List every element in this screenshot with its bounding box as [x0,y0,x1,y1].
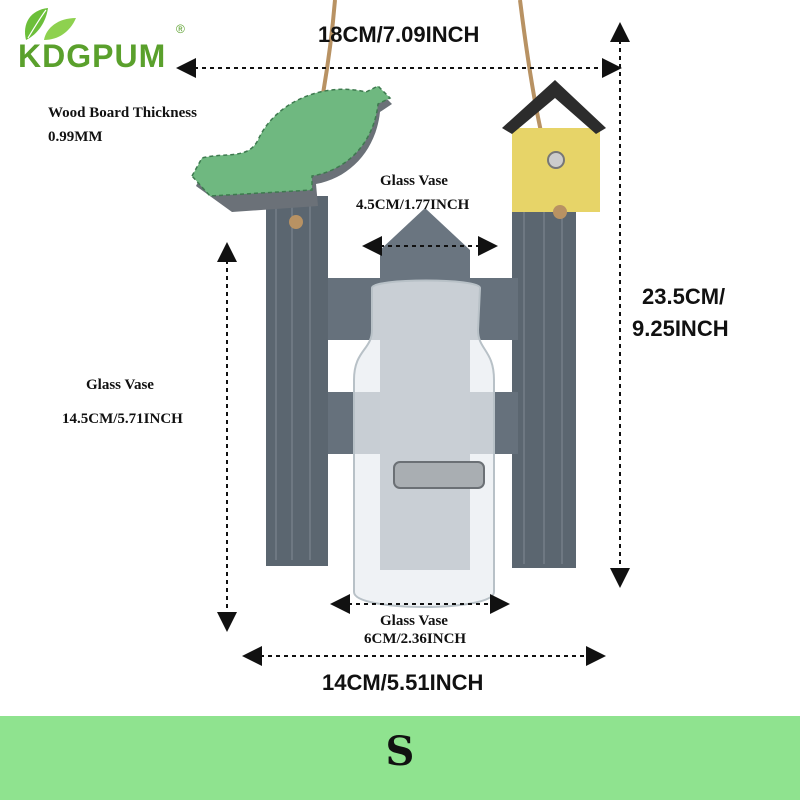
top-width-label: 18CM/7.09INCH [318,22,480,47]
brand-logo: KDGPUM [18,38,167,74]
glass-vase-icon [353,279,495,608]
size-bar [0,716,800,800]
product-illustration [191,0,606,608]
height-label-line1: 23.5CM/ [642,284,726,309]
registered-mark: ® [176,22,185,36]
vase-bottom-label: Glass Vase [380,613,448,629]
vase-height-value: 14.5CM/5.71INCH [62,411,183,427]
dimension-arrows [176,21,630,666]
board-thickness-value: 0.99MM [48,129,103,145]
bird-icon [191,85,392,212]
size-label: S [385,728,415,775]
bottom-width-label: 14CM/5.51INCH [322,670,484,695]
leaf-logo-icon [24,8,76,40]
vase-height-label: Glass Vase [86,377,154,393]
vase-bottom-value: 6CM/2.36INCH [364,631,467,647]
birdhouse-icon [502,80,606,212]
height-label-line2: 9.25INCH [632,316,729,341]
board-thickness-label: Wood Board Thickness [48,105,197,121]
vase-top-label: Glass Vase [380,173,448,189]
vase-top-value: 4.5CM/1.77INCH [356,197,470,213]
